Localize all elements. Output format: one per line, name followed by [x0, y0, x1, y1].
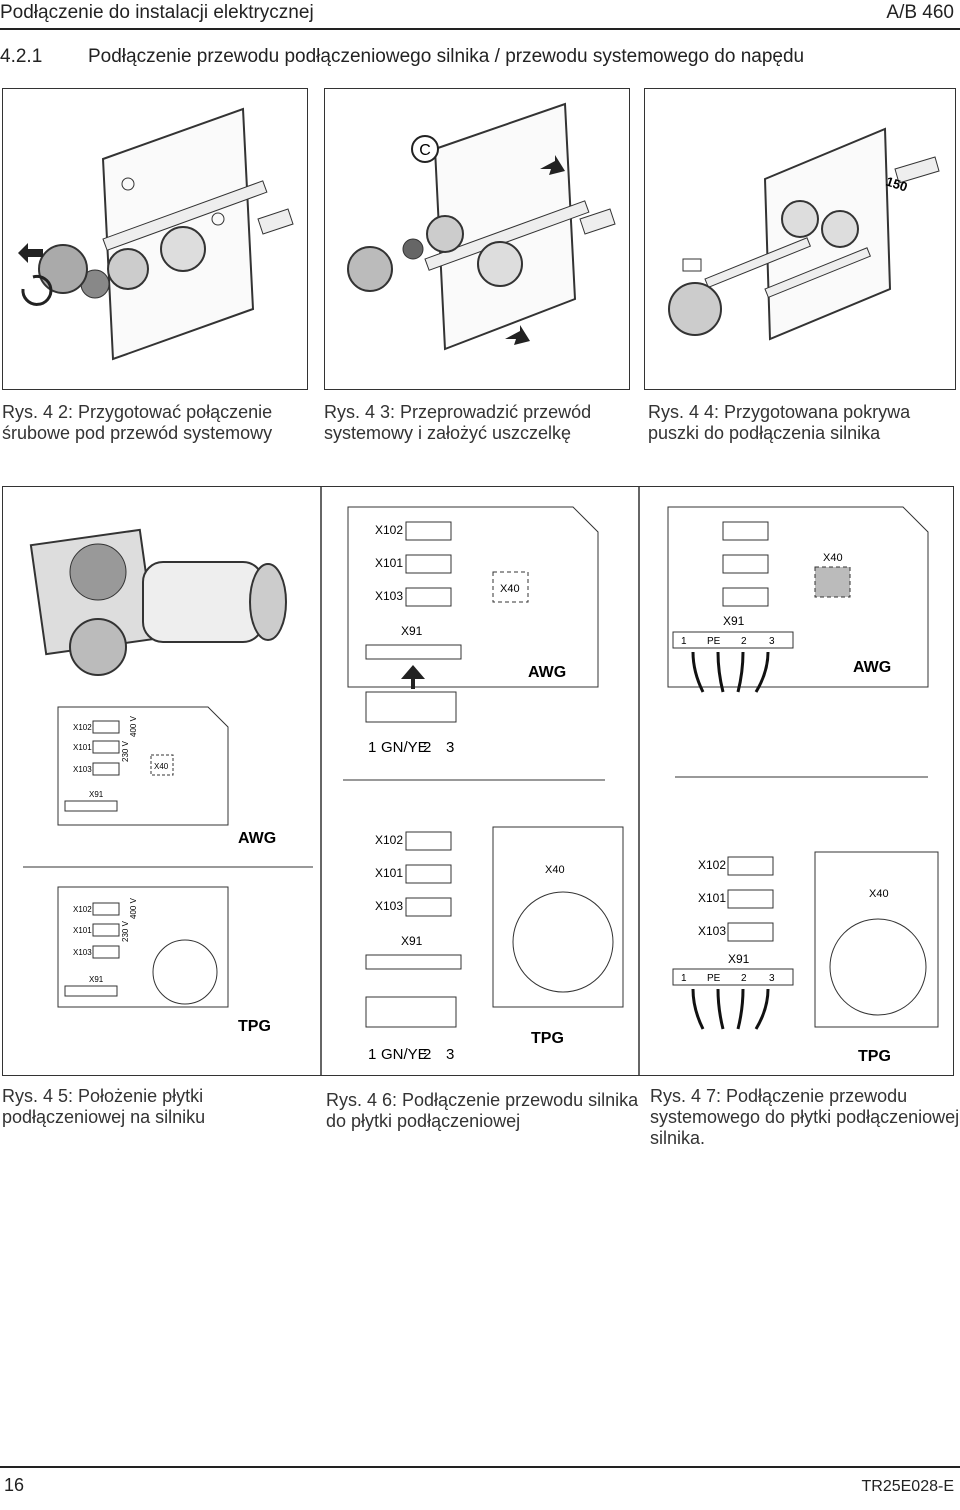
fig-4-7-tpg-pin-pe: PE	[707, 973, 721, 984]
fig-4-7-tpg-x102-label: X102	[698, 858, 726, 872]
fig-4-6-awg-x103-label: X103	[375, 589, 403, 603]
figure-4-2-image	[2, 88, 308, 390]
running-header-title: Podłączenie do instalacji elektrycznej	[0, 2, 314, 23]
fig-4-6-tpg-plug-gnye: GN/YE	[381, 1046, 428, 1063]
figure-4-3-caption: Rys. 4 3: Przeprowadzić przewód systemow…	[324, 402, 592, 443]
section-heading: 4.2.1 Podłączenie przewodu podłączenioweg…	[0, 46, 804, 68]
fig-4-6-awg-plug-gnye: GN/YE	[381, 739, 428, 756]
fig-4-5-awg-230v-label: 230 V	[121, 740, 130, 762]
fig-4-7-awg-x91-label: X91	[723, 614, 745, 628]
figure-4-4-label-150: 150	[884, 174, 909, 195]
fig-4-7-tpg-pin-2: 2	[741, 973, 747, 984]
fig-4-5-awg-x40-label: X40	[154, 762, 169, 771]
figure-4-3-image: C	[324, 88, 630, 390]
fig-4-5-tpg-x102-label: X102	[73, 905, 92, 914]
fig-4-6-awg-plug-3: 3	[446, 739, 454, 756]
fig-4-5-awg-board: X102 X101 X103 230 V 400 V X40 X91	[57, 706, 229, 826]
fig-4-5-awg-x103-label: X103	[73, 765, 92, 774]
fig-4-7-tpg-label: TPG	[858, 1048, 891, 1065]
fig-4-6-awg-plug-2: 2	[423, 739, 431, 756]
section-number: 4.2.1	[0, 46, 43, 67]
fig-4-7-tpg-x103-label: X103	[698, 924, 726, 938]
fig-4-5-awg-400v-label: 400 V	[129, 715, 138, 737]
fig-4-5-tpg-400v-label: 400 V	[129, 897, 138, 919]
fig-4-6-tpg-board: X102 X101 X103 X40 X91	[365, 826, 624, 1008]
fig-4-7-tpg-x91-label: X91	[728, 952, 750, 966]
page-number: 16	[4, 1475, 25, 1495]
fig-4-6-tpg-x101-label: X101	[375, 866, 403, 880]
fig-4-7-tpg-pin-1: 1	[681, 973, 687, 984]
figure-4-7-caption: Rys. 4 7: Podłączenie przewodu systemowe…	[650, 1086, 960, 1148]
fig-4-6-tpg-plug-2: 2	[423, 1046, 431, 1063]
fig-4-5-tpg-label: TPG	[238, 1018, 271, 1035]
footer-rule	[0, 1466, 960, 1468]
fig-4-5-tpg-x91-label: X91	[89, 975, 104, 984]
fig-4-6-tpg-plug-1: 1	[368, 1046, 376, 1063]
figure-4-4-image: 150	[644, 88, 956, 390]
running-header-model: A/B 460	[886, 2, 954, 23]
fig-4-7-awg-label: AWG	[853, 659, 891, 676]
figure-4-3-label-c: C	[419, 142, 431, 159]
fig-4-7-awg-pin-1: 1	[681, 636, 687, 647]
motor-illustration	[29, 528, 287, 676]
fig-4-6-tpg-x40-label: X40	[545, 864, 565, 876]
figures-4-5-to-4-7-panel: X102 X101 X103 230 V 400 V X40 X91 AWG X…	[2, 486, 954, 1076]
fig-4-7-tpg-board: X102 X101 X103 X40 X91 1 PE 2 3 TPG	[672, 851, 939, 1065]
fig-4-6-tpg-x103-label: X103	[375, 899, 403, 913]
figure-4-2-caption: Rys. 4 2: Przygotować połączenie śrubowe…	[2, 402, 273, 443]
fig-4-7-awg-pin-3: 3	[769, 636, 775, 647]
fig-4-5-awg-x101-label: X101	[73, 743, 92, 752]
fig-4-5-tpg-x103-label: X103	[73, 948, 92, 957]
fig-4-5-tpg-x101-label: X101	[73, 926, 92, 935]
fig-4-6-awg-board: X102 X101 X103 X40 X91 AWG	[347, 506, 599, 688]
fig-4-6-tpg-plug-3: 3	[446, 1046, 454, 1063]
document-code: TR25E028-E	[861, 1478, 955, 1495]
fig-4-7-tpg-x40-label: X40	[869, 888, 889, 900]
fig-4-5-awg-x102-label: X102	[73, 723, 92, 732]
section-title: Podłączenie przewodu podłączeniowego sil…	[88, 46, 805, 67]
fig-4-6-awg-x91-label: X91	[401, 624, 423, 638]
figure-4-4-caption: Rys. 4 4: Przygotowana pokrywa puszki do…	[648, 402, 911, 443]
fig-4-5-awg-label: AWG	[238, 830, 276, 847]
fig-4-6-tpg-x91-label: X91	[401, 934, 423, 948]
fig-4-6-awg-plug-1: 1	[368, 739, 376, 756]
fig-4-6-awg-x40-label: X40	[500, 583, 520, 595]
fig-4-5-tpg-230v-label: 230 V	[121, 920, 130, 942]
fig-4-7-awg-board: X40 X91 1 PE 2 3 AWG	[667, 506, 929, 693]
fig-4-7-tpg-x101-label: X101	[698, 891, 726, 905]
fig-4-6-tpg-label: TPG	[531, 1030, 564, 1047]
fig-4-6-awg-x102-label: X102	[375, 523, 403, 537]
figure-4-5-caption: Rys. 4 5: Położenie płytki podłączeniowe…	[2, 1086, 206, 1127]
fig-4-6-awg-x101-label: X101	[375, 556, 403, 570]
fig-4-7-awg-x40-label: X40	[823, 552, 843, 564]
fig-4-7-awg-pin-2: 2	[741, 636, 747, 647]
fig-4-6-tpg-x102-label: X102	[375, 833, 403, 847]
fig-4-7-awg-pin-pe: PE	[707, 636, 721, 647]
fig-4-5-tpg-board: X102 X101 X103 230 V 400 V X91	[57, 886, 229, 1008]
fig-4-7-tpg-pin-3: 3	[769, 973, 775, 984]
fig-4-5-awg-x91-label: X91	[89, 790, 104, 799]
header-rule	[0, 28, 960, 30]
fig-4-6-awg-label: AWG	[528, 664, 566, 681]
figure-4-6-caption: Rys. 4 6: Podłączenie przewodu silnika d…	[326, 1090, 639, 1131]
